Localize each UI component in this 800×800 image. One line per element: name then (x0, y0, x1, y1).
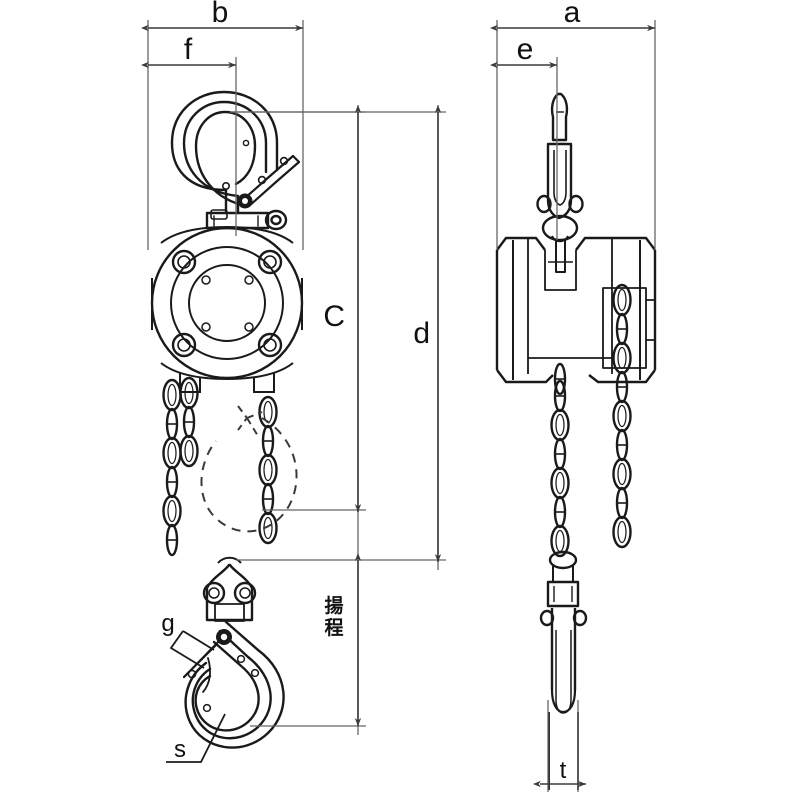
body-side (495, 236, 657, 384)
dim-label-lift-char2: 程 (324, 617, 343, 639)
dim-label-lift-char1: 揚 (324, 594, 343, 617)
leader-lines (166, 630, 226, 763)
dim-label-f: f (184, 33, 193, 66)
leader-g2 (169, 630, 205, 669)
bottom-hook (182, 620, 285, 749)
dim-label-s: s (174, 736, 186, 763)
dim-label-e: e (517, 33, 534, 66)
dimension-lines-vertical (354, 105, 442, 726)
side-view (495, 92, 657, 790)
dimension-lines-horizontal (141, 24, 655, 788)
leader-g (182, 630, 215, 651)
dim-label-a: a (564, 0, 581, 29)
dim-label-b: b (212, 0, 229, 29)
dimension-labels: b f a e C d g s t (161, 0, 580, 784)
gear-housing (150, 225, 304, 393)
dim-label-C: C (323, 300, 345, 333)
dim-label-d: d (413, 317, 430, 350)
extension-lines-side (496, 20, 656, 792)
dim-label-t: t (560, 757, 567, 784)
bottom-hook-block (202, 556, 257, 622)
hand-chain (200, 395, 298, 545)
top-hook-side (536, 92, 584, 273)
front-view (150, 90, 304, 749)
hand-chain-hidden-loop (200, 417, 298, 533)
top-hook (170, 90, 301, 231)
leader-s (166, 713, 226, 763)
dim-label-g: g (161, 610, 174, 637)
bottom-hook-side (539, 550, 588, 790)
